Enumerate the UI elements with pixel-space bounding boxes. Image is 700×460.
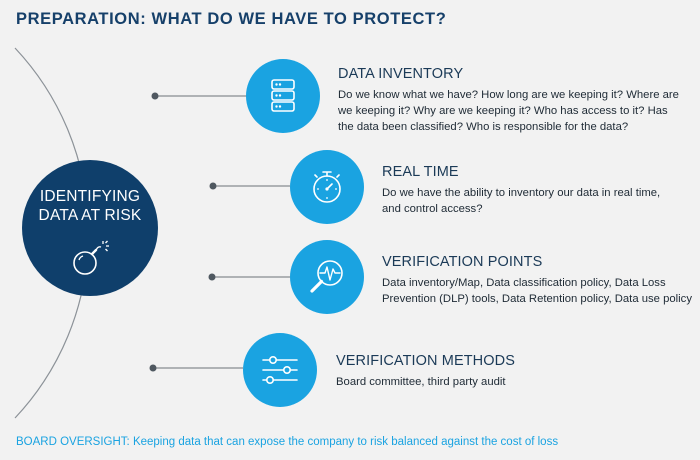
page-title: PREPARATION: WHAT DO WE HAVE TO PROTECT? (16, 10, 447, 28)
verification-points-icon-circle (290, 240, 364, 314)
center-label-line-1: IDENTIFYING (39, 188, 141, 205)
item-title-verification-points: VERIFICATION POINTS (382, 254, 543, 270)
item-data-inventory: DATA INVENTORY Do we know what we have? … (338, 66, 683, 135)
footer-lead: BOARD OVERSIGHT: (16, 436, 130, 448)
center-label-line-2: DATA AT RISK (38, 207, 142, 224)
bomb-icon (73, 240, 109, 275)
board-oversight-footer: BOARD OVERSIGHT: Keeping data that can e… (16, 436, 558, 448)
verification-methods-icon-circle (243, 333, 317, 407)
item-title-real-time: REAL TIME (382, 164, 459, 180)
footer-text: Keeping data that can expose the company… (129, 436, 559, 448)
database-icon (271, 79, 295, 112)
connector-dot-1 (151, 92, 159, 100)
real-time-icon-circle (290, 150, 364, 224)
center-label: IDENTIFYING DATA AT RISK (22, 187, 158, 225)
item-verification-points: VERIFICATION POINTS Data inventory/Map, … (382, 254, 694, 307)
connector-dot-4 (149, 364, 157, 372)
item-desc-verification-points: Data inventory/Map, Data classification … (382, 277, 692, 305)
item-desc-real-time: Do we have the ability to inventory our … (382, 187, 661, 215)
item-title-data-inventory: DATA INVENTORY (338, 66, 464, 82)
stopwatch-icon (313, 171, 341, 203)
connector-dot-3 (208, 273, 216, 281)
connector-dot-2 (209, 182, 217, 190)
sliders-icon (262, 355, 298, 384)
item-desc-verification-methods: Board committee, third party audit (336, 376, 506, 388)
item-title-verification-methods: VERIFICATION METHODS (336, 353, 515, 369)
item-verification-methods: VERIFICATION METHODS Board committee, th… (336, 353, 636, 390)
item-desc-data-inventory: Do we know what we have? How long are we… (338, 89, 679, 133)
item-real-time: REAL TIME Do we have the ability to inve… (382, 164, 682, 217)
identifying-data-at-risk-circle: IDENTIFYING DATA AT RISK (22, 160, 158, 296)
data-inventory-icon-circle (246, 59, 320, 133)
magnifier-pulse-icon (310, 260, 343, 293)
